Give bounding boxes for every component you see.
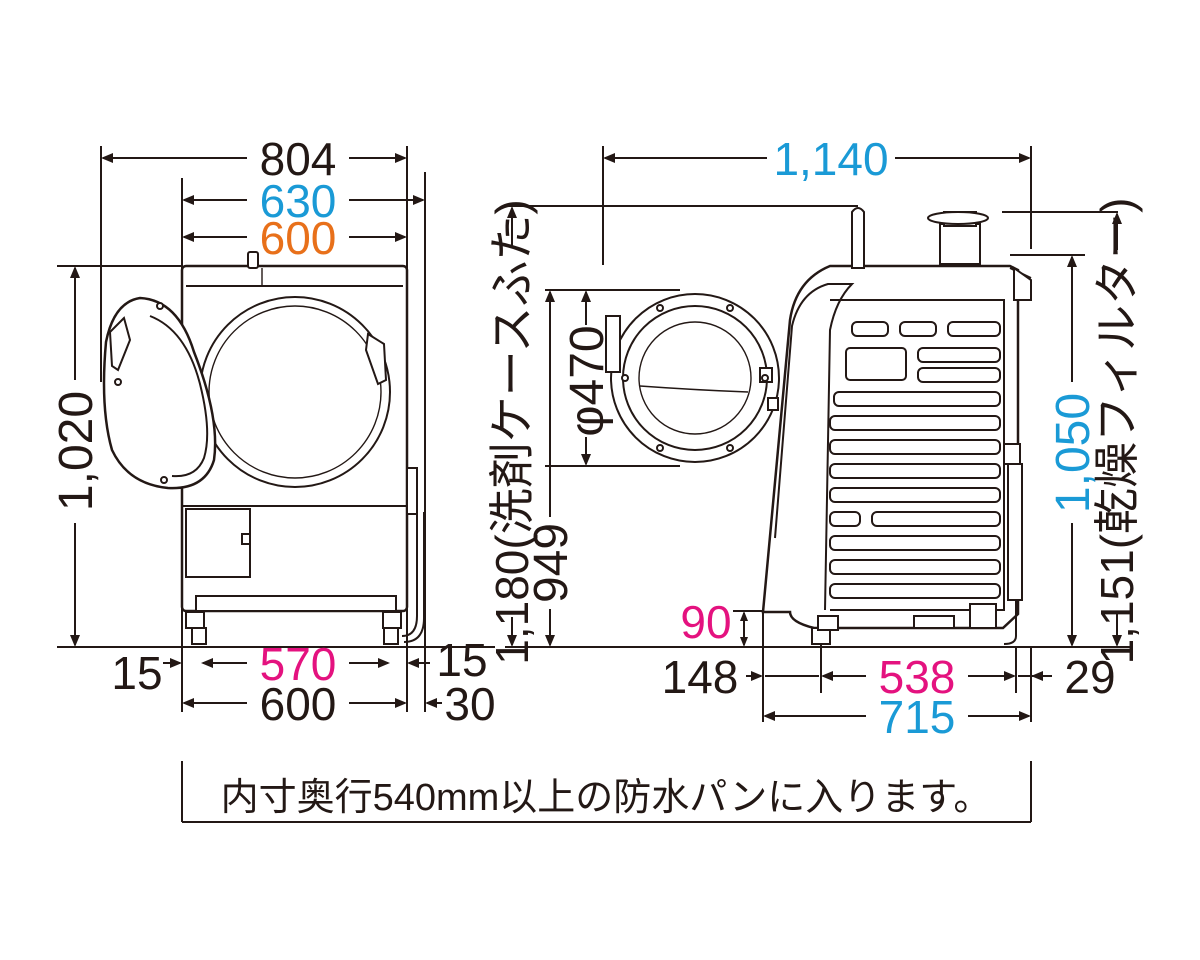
side-depth-total: 715 xyxy=(879,691,956,743)
front-bottom-magenta: 570 xyxy=(260,638,337,690)
front-base-width: 600 xyxy=(260,678,337,730)
front-width-overall: 804 xyxy=(260,133,337,185)
front-view: 804 630 600 1,020 15 570 15 xyxy=(50,133,496,730)
note-text: 内寸奥行540mm以上の防水パンに入ります。 xyxy=(221,777,992,819)
side-height-filter: 1,151(乾燥フィルター) xyxy=(1091,198,1143,665)
door-ring-drawing xyxy=(605,293,780,463)
side-base-middle: 538 xyxy=(879,651,956,703)
front-width-orange: 600 xyxy=(260,212,337,264)
side-height-lid: 1,180(洗剤ケースふた) xyxy=(486,199,538,664)
side-base-right: 29 xyxy=(1064,651,1115,703)
note-bracket: 内寸奥行540mm以上の防水パンに入ります。 xyxy=(181,761,1032,823)
front-bottom-left: 15 xyxy=(111,647,162,699)
washer-side-drawing xyxy=(761,207,1032,645)
front-base-right: 30 xyxy=(444,678,495,730)
side-clearance: 90 xyxy=(680,596,731,648)
washer-front-drawing xyxy=(102,251,425,645)
side-height-949: 949 xyxy=(525,523,578,603)
front-width-blue: 630 xyxy=(260,175,337,227)
side-base-left: 148 xyxy=(662,651,739,703)
side-length-overall: 1,140 xyxy=(773,133,888,185)
front-bottom-right: 15 xyxy=(436,634,487,686)
side-view: 1,140 1,180(洗剤ケースふた) 949 φ470 90 148 xyxy=(486,133,1143,743)
front-height: 1,020 xyxy=(50,391,103,511)
side-height-1050: 1,050 xyxy=(1047,393,1100,513)
